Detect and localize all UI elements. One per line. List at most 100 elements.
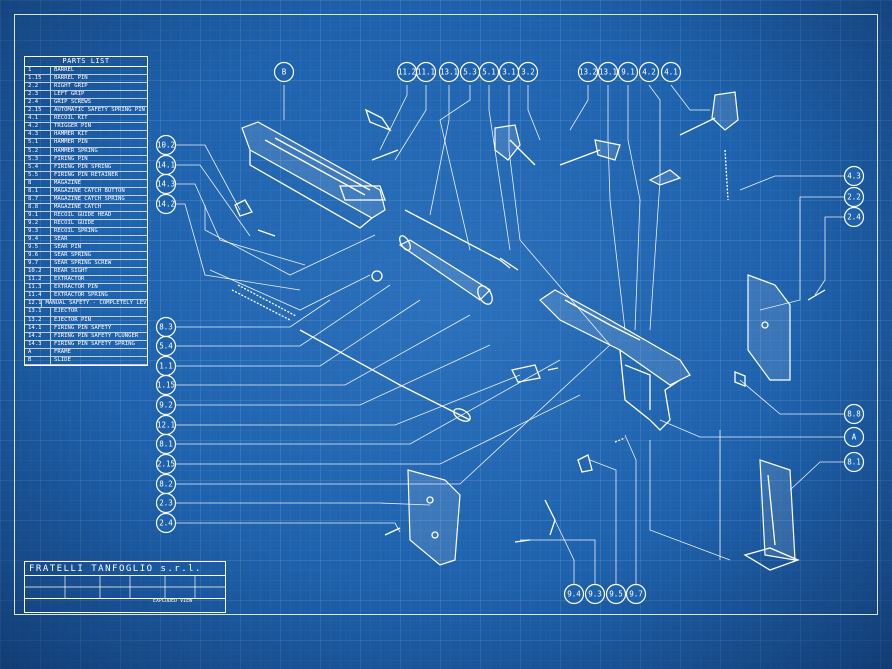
callout-label: 9.1 xyxy=(621,68,635,77)
part-number: 1 xyxy=(25,67,51,75)
callout-bubble xyxy=(155,134,177,156)
callout-bubble xyxy=(843,426,865,448)
part-name: RECOIL GUIDE HEAD xyxy=(54,211,112,218)
callout-bubble xyxy=(155,453,177,475)
part-name: RECOIL KIT xyxy=(54,115,88,122)
part-number: 5.5 xyxy=(25,171,51,179)
callout-bubble xyxy=(843,451,865,473)
callout-bubble xyxy=(155,193,177,215)
part-name: SLIDE xyxy=(54,356,71,363)
callout-label: 13.1 xyxy=(440,68,458,77)
part-name: FIRING PIN SAFETY SPRING xyxy=(54,340,135,347)
part-name: FIRING PIN SPRING xyxy=(54,163,112,170)
callout-label: 8.1 xyxy=(847,458,861,467)
callout-label: 3.2 xyxy=(521,68,535,77)
company-name: FRATELLI TANFOGLIO s.r.l. xyxy=(29,564,202,574)
callout-label: 5.4 xyxy=(159,342,173,351)
callout-bubble xyxy=(155,173,177,195)
part-number: 1.15 xyxy=(25,75,51,83)
parts-shapes xyxy=(231,91,826,571)
callout-label: 2.4 xyxy=(847,213,861,222)
callout-label: 11.1 xyxy=(417,68,435,77)
drawing-frame xyxy=(14,14,878,615)
part-number: 12.1 xyxy=(25,300,43,308)
part-name: EXTRACTOR PIN xyxy=(54,284,98,291)
part-number: 9.2 xyxy=(25,219,51,227)
callout-label: 8.3 xyxy=(159,323,173,332)
part-name: BARREL PIN xyxy=(54,75,88,82)
title-block: FRATELLI TANFOGLIO s.r.l. EXPLODED VIEW xyxy=(24,561,226,613)
callout-bubble xyxy=(273,61,295,83)
part-number: 5.3 xyxy=(25,155,51,163)
part-name: EJECTOR PIN xyxy=(54,316,92,323)
part-name: FRAME xyxy=(54,348,71,355)
callout-bubble xyxy=(155,335,177,357)
callout-bubble xyxy=(415,61,437,83)
part-number: 13.1 xyxy=(25,308,51,316)
part-name: MAGAZINE CATCH SPRING xyxy=(54,195,125,202)
part-number: 4.3 xyxy=(25,131,51,139)
callout-bubble xyxy=(577,61,599,83)
part-number: 2.2 xyxy=(25,83,51,91)
callout-label: 14.2 xyxy=(157,200,175,209)
callout-right: 4.3 2.2 2.4 8.8 A 8.1 xyxy=(843,165,865,473)
part-name: EJECTOR xyxy=(54,308,78,315)
part-number: 2.15 xyxy=(25,107,51,115)
callout-bubble xyxy=(155,433,177,455)
callout-label: 9.7 xyxy=(629,590,643,599)
callout-label: 9.3 xyxy=(588,590,602,599)
callout-left: 10.2 14.1 14.3 14.2 8.3 5.4 1.1 1.15 9.2… xyxy=(155,134,177,534)
callout-bubble xyxy=(155,512,177,534)
callout-bubble xyxy=(843,186,865,208)
part-name: RECOIL SPRING xyxy=(54,227,98,234)
callout-bubble xyxy=(843,206,865,228)
callout-label: 11.2 xyxy=(398,68,416,77)
part-number: 9.5 xyxy=(25,244,51,252)
callout-bubble xyxy=(155,394,177,416)
part-number: 10.2 xyxy=(25,268,51,276)
part-name: HAMMER SPRING xyxy=(54,147,98,154)
part-name: SEAR PIN xyxy=(54,244,81,251)
callout-label: 10.2 xyxy=(157,141,175,150)
part-number: 4.2 xyxy=(25,123,51,131)
part-number: 9.1 xyxy=(25,211,51,219)
callout-bubble xyxy=(605,583,627,605)
callout-bubble xyxy=(843,165,865,187)
callout-label: 12.1 xyxy=(157,421,175,430)
callout-top: B 11.2 11.1 13.1 5.3 5.1 3.1 3.2 13.2 13… xyxy=(273,61,682,83)
part-name: GRIP SCREWS xyxy=(54,99,92,106)
part-name: RECOIL GUIDE xyxy=(54,219,95,226)
callout-label: A xyxy=(852,433,857,442)
callout-bubble xyxy=(617,61,639,83)
part-number: 8.8 xyxy=(25,203,51,211)
callout-label: 3.1 xyxy=(502,68,516,77)
part-name: REAR SIGHT xyxy=(54,268,88,275)
part-name: FIRING PIN SAFETY xyxy=(54,324,112,331)
callout-bubble xyxy=(478,61,500,83)
part-number: 2.4 xyxy=(25,99,51,107)
callout-bubble xyxy=(563,583,585,605)
part-name: LEFT GRIP xyxy=(54,91,85,98)
part-number: 8 xyxy=(25,179,51,187)
part-number: A xyxy=(25,348,51,356)
